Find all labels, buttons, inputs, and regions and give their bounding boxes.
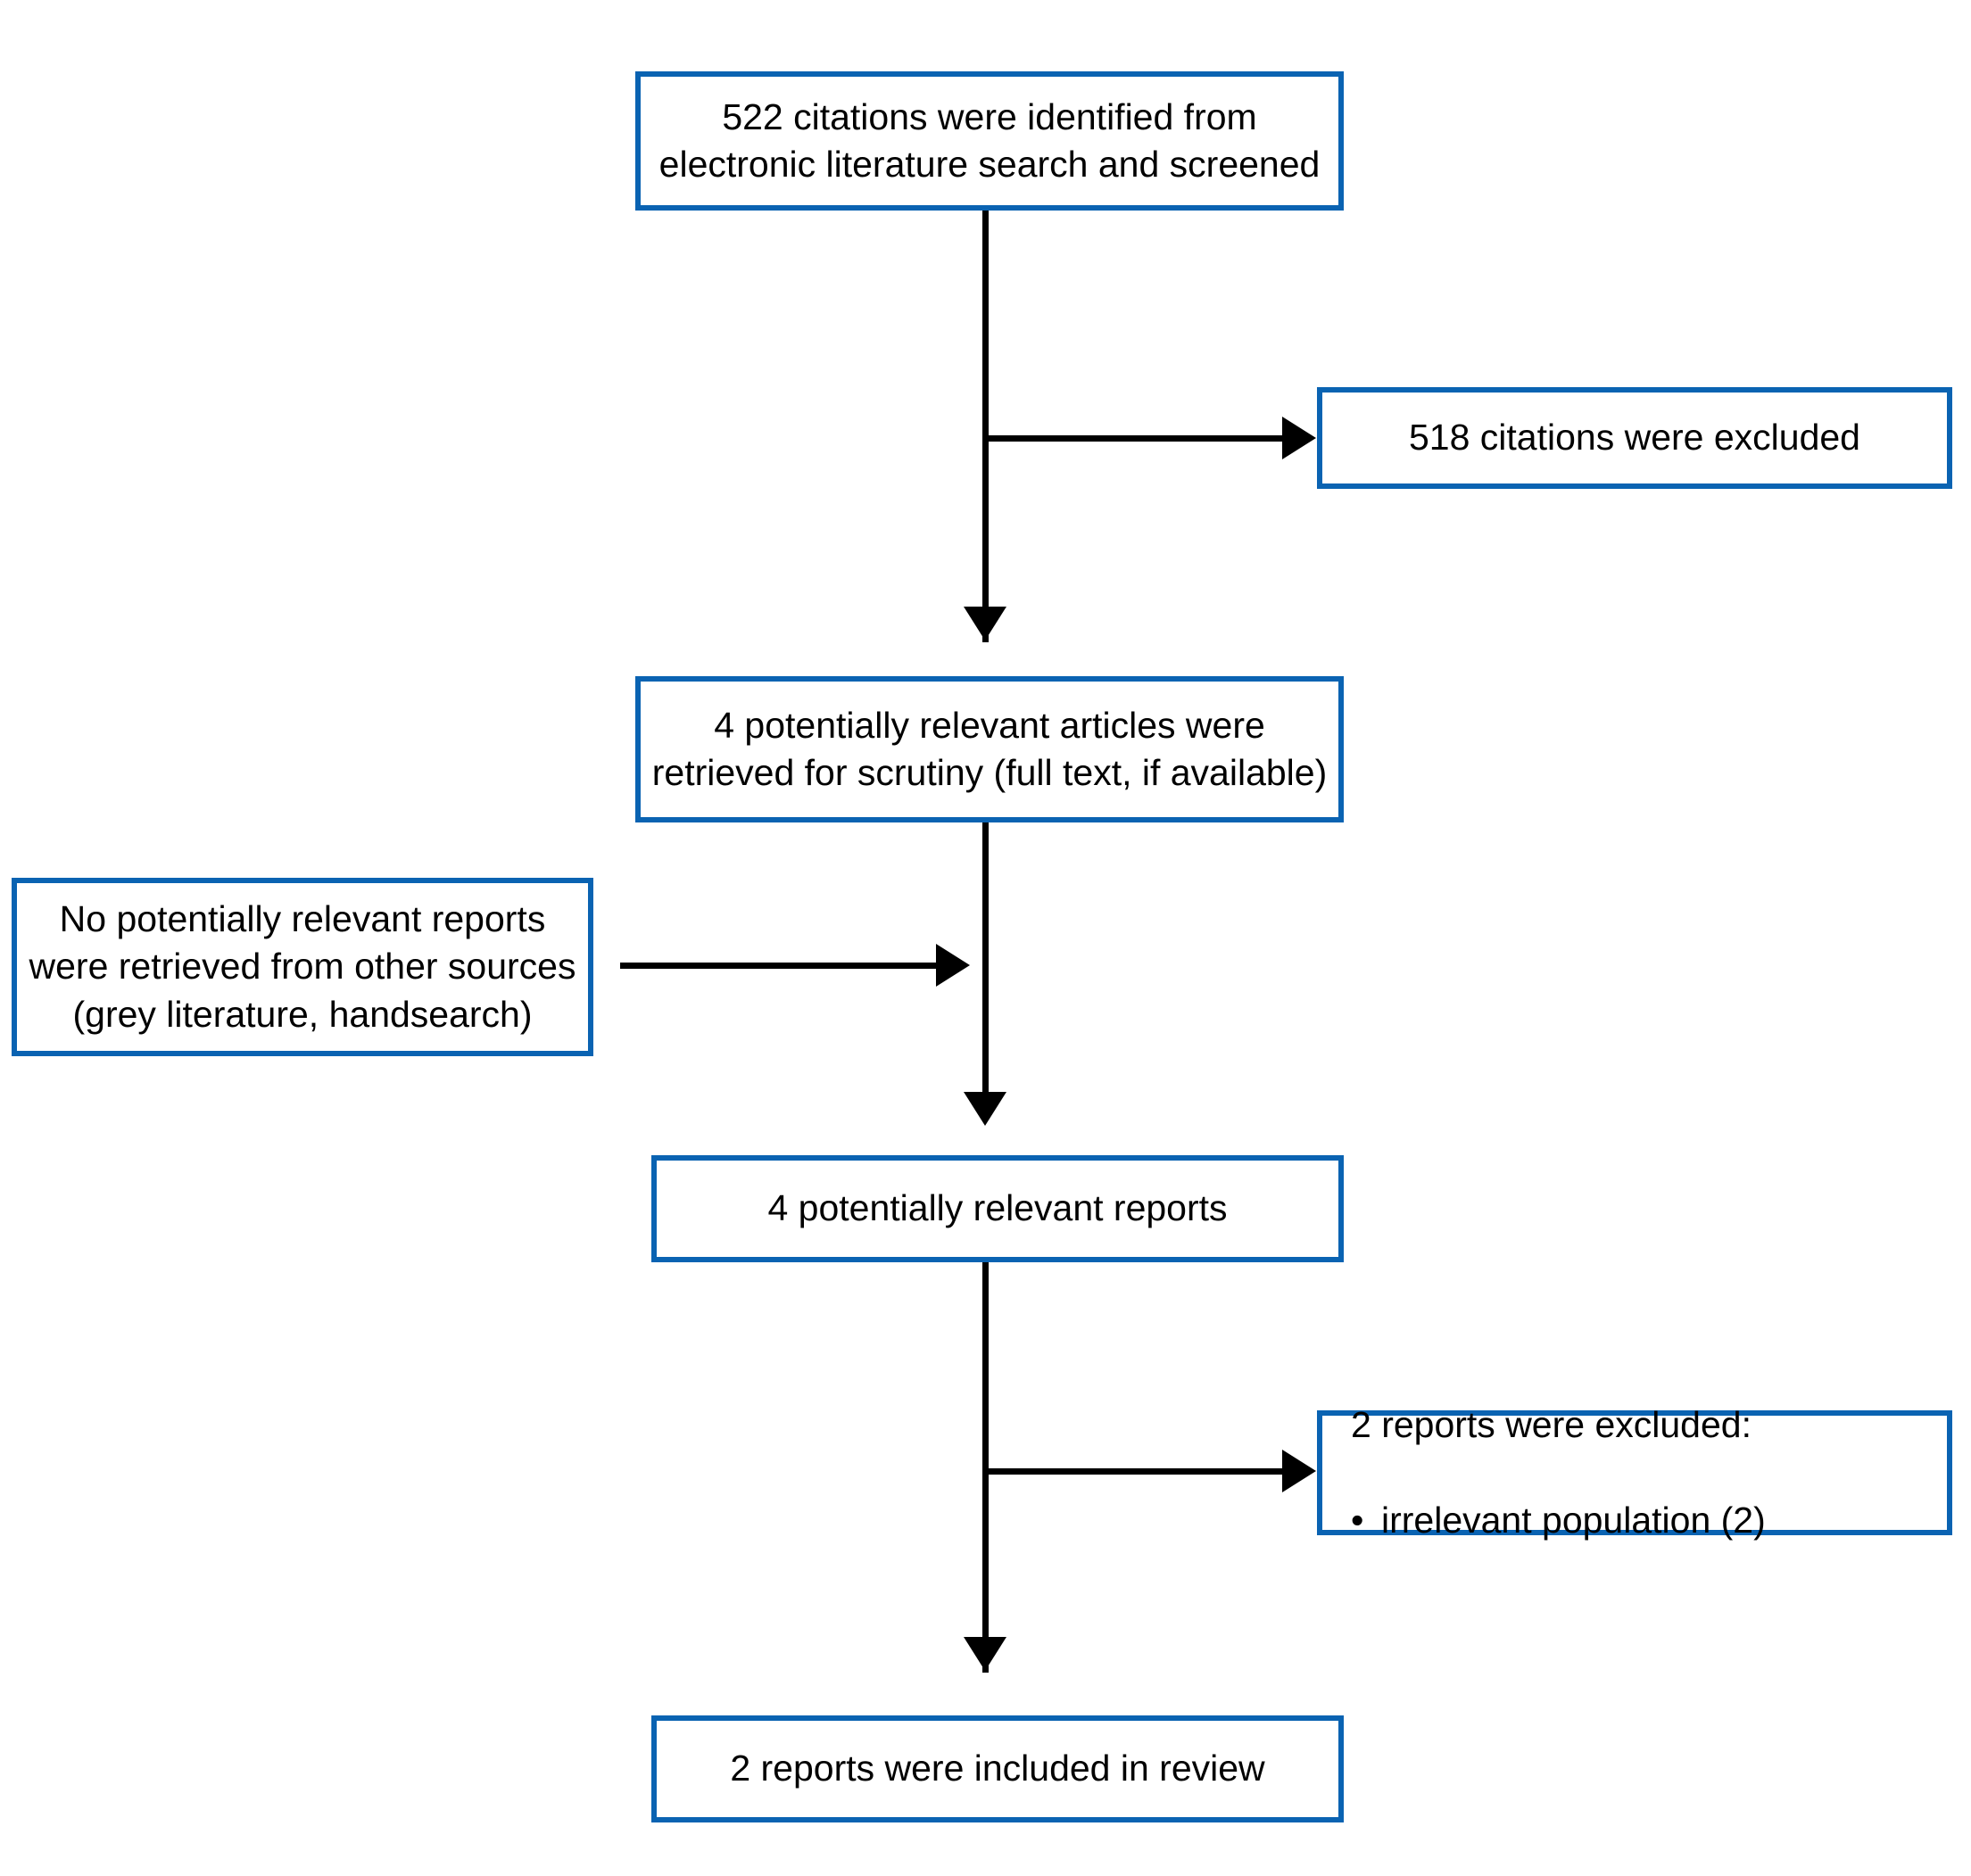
- connector-to-reports-excluded: [982, 1468, 1286, 1475]
- node-reports-included-label: 2 reports were included in review: [730, 1748, 1265, 1789]
- arrowhead-into-citations-excluded: [1282, 417, 1316, 459]
- node-relevant-reports-label: 4 potentially relevant reports: [767, 1187, 1228, 1229]
- node-citations-excluded: 518 citations were excluded: [1317, 387, 1952, 489]
- node-reports-excluded-heading: 2 reports were excluded:: [1351, 1404, 1752, 1446]
- arrowhead-into-included: [964, 1637, 1006, 1671]
- connector-reports-to-included: [982, 1262, 989, 1673]
- node-reports-excluded-reason-text: irrelevant population (2): [1381, 1499, 1766, 1541]
- node-citations-identified: 522 citations were identified from elect…: [635, 71, 1344, 211]
- node-reports-excluded-reason: • irrelevant population (2): [1351, 1497, 1766, 1544]
- bullet-icon: •: [1351, 1499, 1364, 1541]
- connector-retrieved-to-reports: [982, 822, 989, 1092]
- node-relevant-reports: 4 potentially relevant reports: [651, 1155, 1344, 1262]
- connector-to-citations-excluded: [982, 435, 1286, 442]
- node-reports-included: 2 reports were included in review: [651, 1715, 1344, 1822]
- node-articles-retrieved-label: 4 potentially relevant articles were ret…: [651, 704, 1328, 793]
- node-citations-identified-label: 522 citations were identified from elect…: [658, 95, 1321, 185]
- node-citations-excluded-label: 518 citations were excluded: [1409, 417, 1860, 459]
- node-other-sources: No potentially relevant reports were ret…: [12, 878, 593, 1056]
- node-other-sources-label: No potentially relevant reports were ret…: [29, 898, 576, 1035]
- arrowhead-into-retrieved: [964, 607, 1006, 640]
- connector-other-sources-to-spine: [620, 963, 940, 969]
- node-articles-retrieved: 4 potentially relevant articles were ret…: [635, 676, 1344, 822]
- arrowhead-into-relevant-reports: [964, 1092, 1006, 1126]
- connector-identified-to-retrieved: [982, 211, 989, 642]
- arrowhead-into-reports-excluded: [1282, 1450, 1316, 1492]
- arrowhead-into-spine: [936, 944, 970, 987]
- node-reports-excluded: 2 reports were excluded: • irrelevant pop…: [1317, 1404, 1952, 1541]
